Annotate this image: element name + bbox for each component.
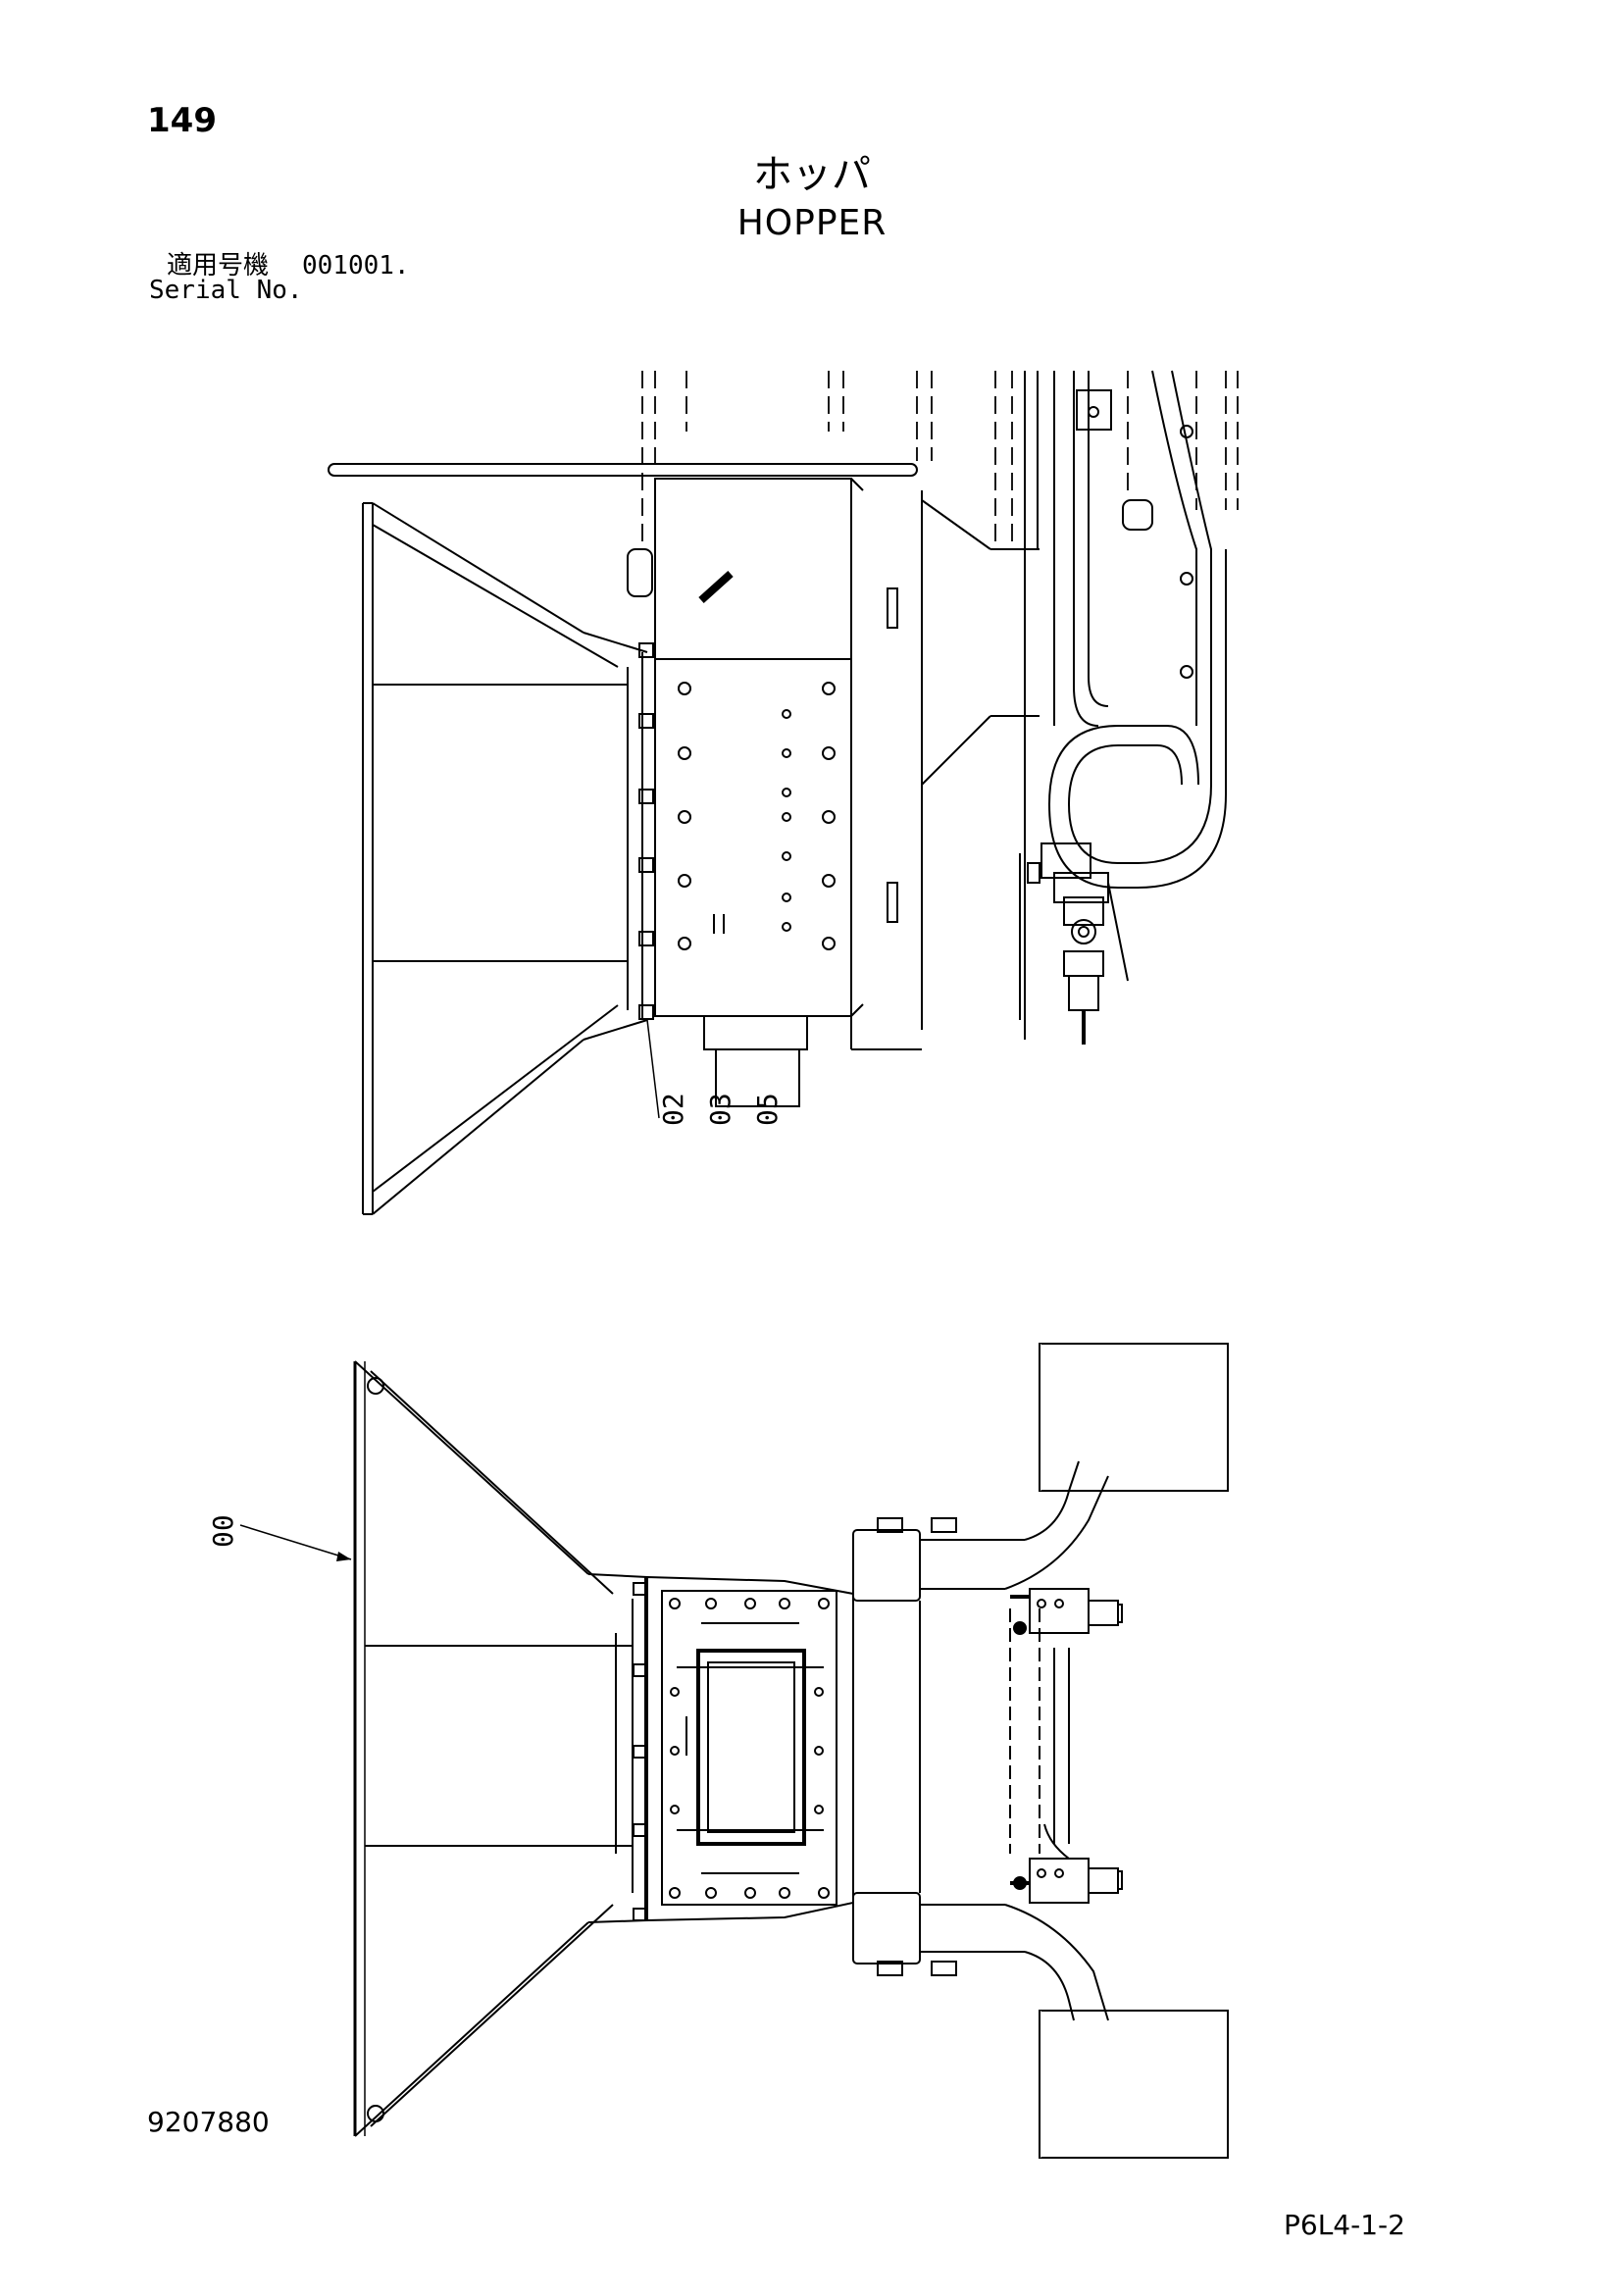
page-code: P6L4-1-2 [1284, 2209, 1405, 2241]
top-view-ghost-lines [641, 371, 1239, 549]
bottom-view [239, 1343, 1229, 2159]
page-number: 149 [147, 101, 217, 140]
callout-arrow-00 [336, 1552, 351, 1561]
top-view [328, 370, 1239, 1215]
callout-00: 00 [207, 1514, 239, 1548]
bottom-view-funnel [353, 1360, 648, 2137]
callout-leader-02-03-05 [646, 1019, 660, 1119]
top-view-funnel [362, 502, 648, 1215]
bottom-view-frame [852, 1460, 1109, 2021]
top-view-callouts: 02 03 05 [657, 1093, 784, 1126]
top-view-piping [1019, 370, 1227, 1045]
bottom-view-end-boxes [1038, 1343, 1229, 2159]
callout-leader-00 [239, 1524, 352, 1560]
title-english: HOPPER [736, 203, 888, 243]
bottom-view-box-body [646, 1575, 854, 1922]
top-view-flange-bolts [638, 642, 654, 1020]
top-view-mounting-holes [678, 682, 836, 950]
top-view-side-frame [850, 479, 1040, 1050]
callout-05: 05 [751, 1093, 784, 1126]
top-view-box-body [627, 478, 864, 1107]
callout-03: 03 [704, 1093, 736, 1126]
callout-02: 02 [657, 1093, 689, 1126]
serial-label-english: Serial No. [149, 276, 303, 305]
serial-label-japanese: 適用号機 [167, 251, 270, 281]
top-view-rod [328, 463, 918, 477]
serial-number-value: 001001. [302, 251, 410, 281]
title-japanese: ホッパ [753, 152, 871, 197]
bottom-view-cylinder-mounts [1010, 1588, 1123, 1904]
document-number: 9207880 [147, 2106, 270, 2138]
